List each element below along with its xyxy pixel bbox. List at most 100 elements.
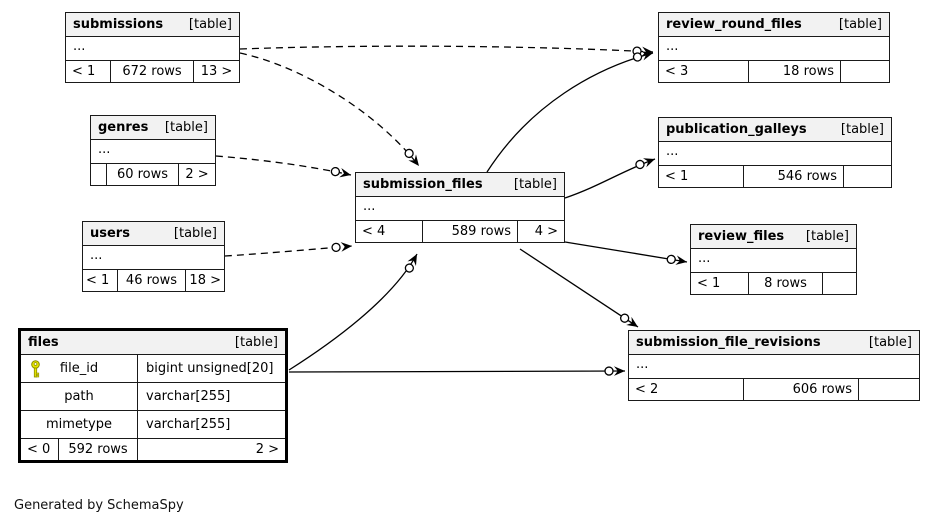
table-node-users[interactable]: users [table] ... < 1 46 rows 18 > <box>82 221 225 292</box>
table-name: submissions <box>73 17 164 32</box>
table-name: genres <box>98 120 149 135</box>
table-tag: [table] <box>805 229 849 244</box>
table-footer: < 1 672 rows 13 > <box>66 61 239 82</box>
table-name: review_files <box>698 229 785 244</box>
table-node-publication_galleys[interactable]: publication_galleys [table] ... < 1 546 … <box>658 117 892 188</box>
fk-out-count: 13 > <box>200 64 233 79</box>
fk-out-count <box>823 273 856 294</box>
edge-submissions-submission_files <box>239 52 420 167</box>
table-tag: [table] <box>840 122 884 137</box>
table-node-genres[interactable]: genres [table] ... 60 rows 2 > <box>90 115 216 186</box>
column-name: mimetype <box>46 417 112 432</box>
column-type: varchar[255] <box>146 389 231 404</box>
columns-ellipsis: ... <box>659 142 891 166</box>
fk-out-count: 2 > <box>185 167 209 182</box>
table-header[interactable]: users [table] <box>83 222 224 246</box>
table-header[interactable]: submission_files [table] <box>356 173 564 197</box>
columns-ellipsis: ... <box>691 249 856 273</box>
fk-in-count: < 1 <box>659 166 744 187</box>
fk-out-count <box>844 166 891 187</box>
fk-in-count: < 2 <box>629 379 744 400</box>
columns-ellipsis: ... <box>66 37 239 61</box>
row-count: 546 rows <box>744 166 844 187</box>
table-name: publication_galleys <box>666 122 807 137</box>
edge-users-submission_files <box>224 242 353 257</box>
column-name-cell: path <box>21 383 138 410</box>
table-header[interactable]: genres [table] <box>91 116 215 140</box>
table-tag: [table] <box>513 177 557 192</box>
table-node-submission_files[interactable]: submission_files [table] ... < 4 589 row… <box>355 172 565 243</box>
fk-in-count: < 1 <box>691 273 749 294</box>
table-header[interactable]: publication_galleys [table] <box>659 118 891 142</box>
fk-out-count: 4 > <box>534 224 558 239</box>
edge-submissions-review_round_files <box>239 45 654 57</box>
table-tag: [table] <box>173 226 217 241</box>
row-count: 606 rows <box>744 379 859 400</box>
edge-files-submission_file_revisions <box>288 366 626 376</box>
table-tag: [table] <box>164 120 208 135</box>
table-footer: 60 rows 2 > <box>91 164 215 185</box>
columns-ellipsis: ... <box>629 355 919 379</box>
table-header[interactable]: files [table] <box>21 331 285 355</box>
column-name: path <box>64 389 94 404</box>
edge-files-submission_files <box>288 253 418 371</box>
table-tag: [table] <box>188 17 232 32</box>
row-count: 46 rows <box>118 270 187 291</box>
table-name: users <box>90 226 130 241</box>
row-count: 8 rows <box>749 273 823 294</box>
table-header[interactable]: submissions [table] <box>66 13 239 37</box>
row-count: 18 rows <box>749 61 841 82</box>
table-node-files[interactable]: files [table] file_id bigint unsigned[20… <box>18 328 288 463</box>
fk-out-count: 2 > <box>255 442 279 457</box>
primary-key-icon <box>31 359 40 377</box>
fk-in-count: < 1 <box>66 61 111 82</box>
table-node-review_round_files[interactable]: review_round_files [table] ... < 3 18 ro… <box>658 12 890 83</box>
table-node-submissions[interactable]: submissions [table] ... < 1 672 rows 13 … <box>65 12 240 83</box>
edge-submission_files-publication_galleys <box>564 158 656 199</box>
column-row-mimetype[interactable]: mimetype varchar[255] <box>21 411 285 439</box>
table-node-review_files[interactable]: review_files [table] ... < 1 8 rows <box>690 224 857 295</box>
table-footer: < 4 589 rows 4 > <box>356 221 564 242</box>
fk-in-count: < 0 <box>21 439 59 460</box>
table-header[interactable]: review_round_files [table] <box>659 13 889 37</box>
fk-in-count: < 1 <box>83 270 118 291</box>
table-footer: < 1 546 rows <box>659 166 891 187</box>
edge-genres-submission_files <box>215 155 352 178</box>
row-count: 60 rows <box>107 164 179 185</box>
row-count: 589 rows <box>423 221 518 242</box>
row-count: 672 rows <box>111 61 194 82</box>
table-name: submission_file_revisions <box>636 335 821 350</box>
table-header[interactable]: submission_file_revisions [table] <box>629 331 919 355</box>
table-footer: < 2 606 rows <box>629 379 919 400</box>
row-count: 592 rows <box>59 439 138 460</box>
table-footer: < 1 8 rows <box>691 273 856 294</box>
fk-in-count <box>91 164 107 185</box>
column-name-cell: mimetype <box>21 411 138 438</box>
columns-ellipsis: ... <box>91 140 215 164</box>
table-tag: [table] <box>838 17 882 32</box>
table-header[interactable]: review_files [table] <box>691 225 856 249</box>
table-footer: < 1 46 rows 18 > <box>83 270 224 291</box>
table-footer: < 3 18 rows <box>659 61 889 82</box>
column-row-file_id[interactable]: file_id bigint unsigned[20] <box>21 355 285 383</box>
generator-credit: Generated by SchemaSpy <box>14 498 184 513</box>
fk-in-count: < 3 <box>659 61 749 82</box>
column-type: varchar[255] <box>146 417 231 432</box>
column-row-path[interactable]: path varchar[255] <box>21 383 285 411</box>
table-node-submission_file_revisions[interactable]: submission_file_revisions [table] ... < … <box>628 330 920 401</box>
fk-in-count: < 4 <box>356 221 423 242</box>
table-tag: [table] <box>234 335 278 350</box>
fk-out-count <box>841 61 889 82</box>
edge-submission_files-submission_file_revisions <box>519 248 639 328</box>
table-name: review_round_files <box>666 17 802 32</box>
table-footer: < 0 592 rows 2 > <box>21 439 285 460</box>
columns-ellipsis: ... <box>659 37 889 61</box>
table-name: files <box>28 335 59 350</box>
edge-submission_files-review_round_files <box>486 51 654 173</box>
table-tag: [table] <box>868 335 912 350</box>
column-type: bigint unsigned[20] <box>146 361 274 376</box>
columns-ellipsis: ... <box>83 246 224 270</box>
column-name: file_id <box>59 361 99 376</box>
fk-out-count: 18 > <box>189 273 221 288</box>
